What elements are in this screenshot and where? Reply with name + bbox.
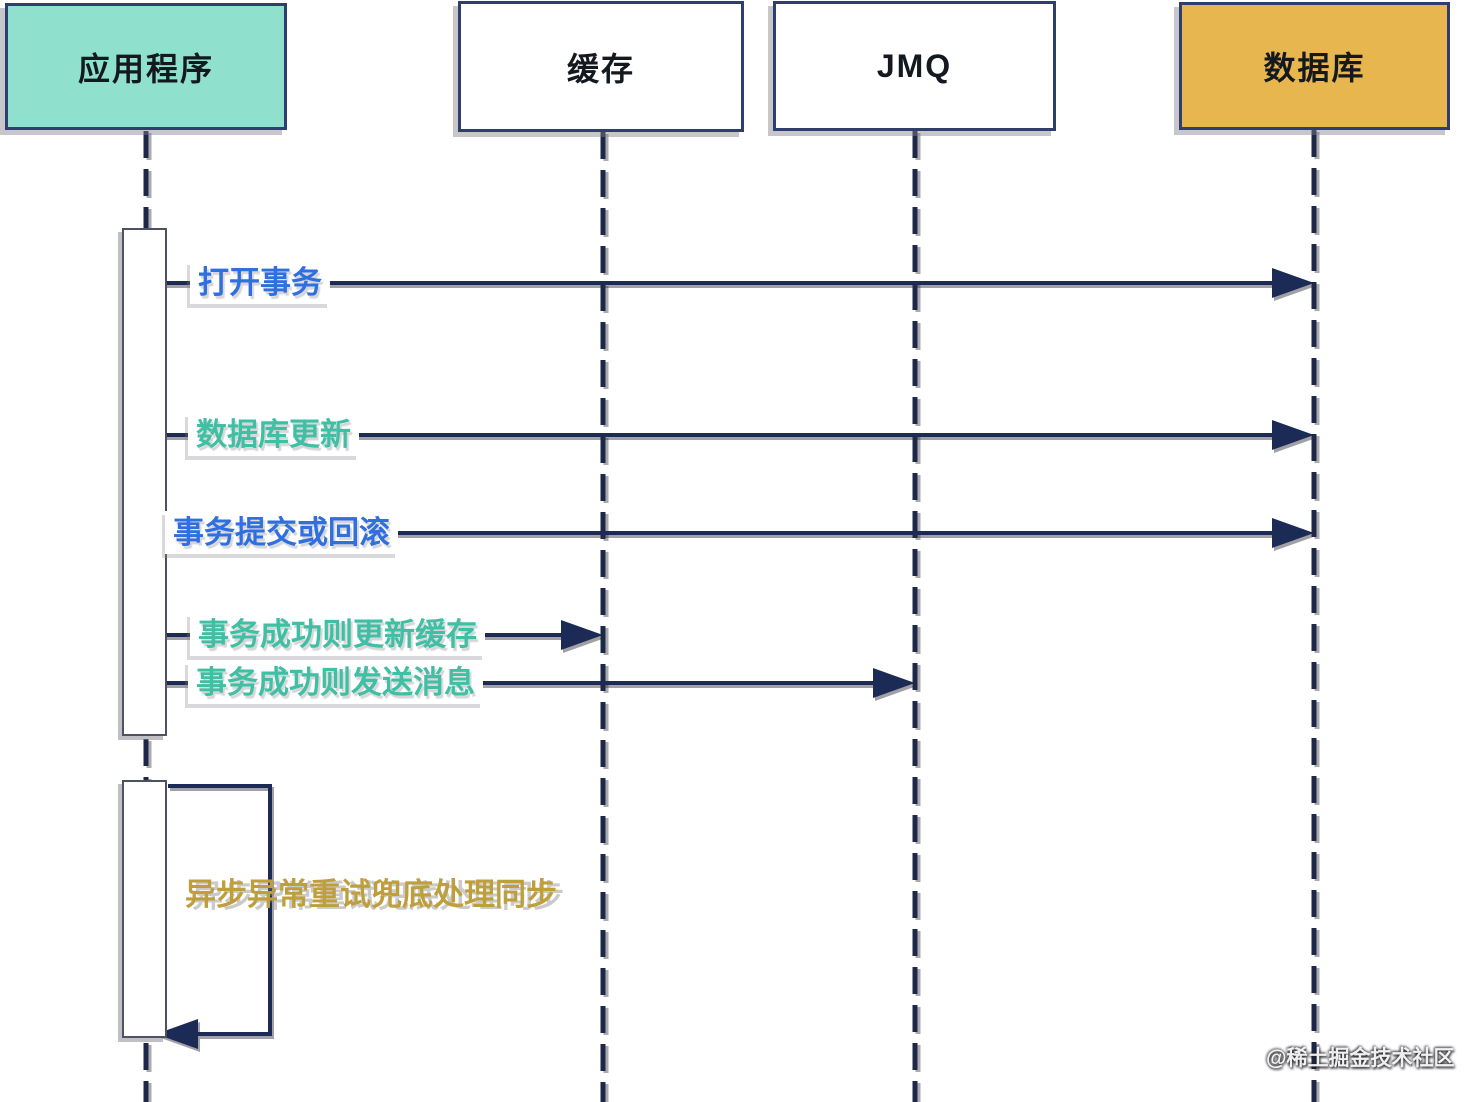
participant-db: 数据库: [1179, 2, 1450, 130]
message-label-send-message: 事务成功则发送消息: [188, 661, 483, 704]
message-arrowhead-icon: [561, 620, 603, 650]
message-arrowhead-icon: [156, 1019, 198, 1049]
participant-jmq: JMQ: [773, 1, 1056, 131]
message-arrowhead-icon: [873, 668, 915, 698]
self-loop-line-retry: [168, 784, 272, 1036]
message-arrowhead-icon: [1272, 420, 1314, 450]
message-label-commit-rollback: 事务提交或回滚: [165, 511, 398, 554]
message-arrowhead-icon: [1272, 518, 1314, 548]
message-label-update-cache: 事务成功则更新缓存: [190, 613, 485, 656]
participant-app: 应用程序: [5, 3, 287, 130]
self-loop-label-retry: 异步异常重试兜底处理同步: [185, 877, 557, 912]
message-label-open-transaction: 打开事务: [190, 261, 330, 304]
message-arrowhead-icon: [1272, 268, 1314, 298]
participant-cache: 缓存: [458, 1, 744, 132]
watermark: @稀土掘金技术社区: [1266, 1047, 1455, 1070]
message-label-db-update: 数据库更新: [188, 413, 359, 456]
activation-bar-transaction: [122, 228, 167, 736]
activation-bar-retry: [122, 780, 167, 1038]
